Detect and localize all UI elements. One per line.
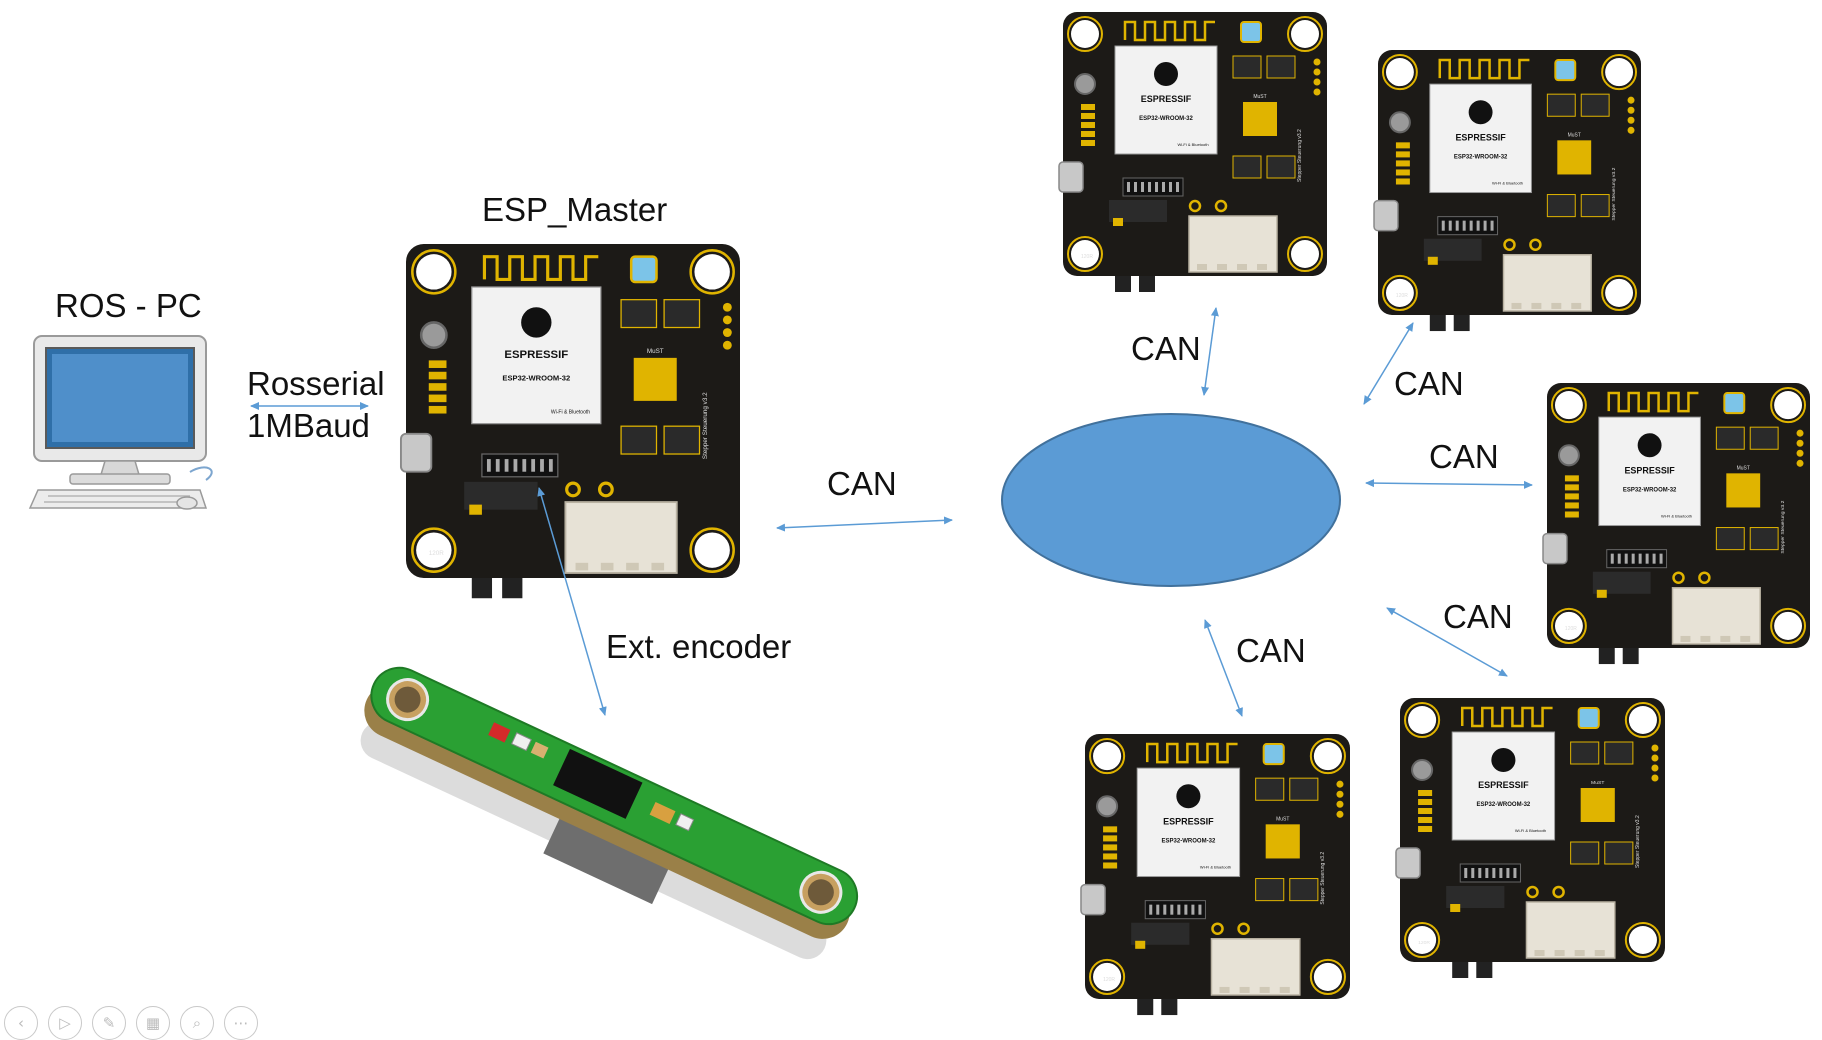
board-module-text: ESP32-WROOM-32 — [1454, 154, 1508, 160]
board-silk-text: Stepper Steuerung v3.2 — [1297, 129, 1303, 182]
board-pin-text: 120R — [429, 550, 445, 557]
esp-master-label: ESP_Master — [482, 191, 668, 228]
board-module-text: ESP32-WROOM-32 — [502, 374, 570, 383]
rosserial-label: Rosserial — [247, 365, 385, 402]
can-top-arrow — [1201, 307, 1219, 396]
board-wifi-text: Wi-Fi & Bluetooth — [551, 410, 590, 416]
can-top-right-label: CAN — [1394, 365, 1464, 402]
board-wifi-text: Wi-Fi & Bluetooth — [1515, 828, 1546, 833]
more-icon[interactable]: ⋯ — [224, 1006, 258, 1040]
ros-pc-icon — [28, 335, 213, 510]
baud-rate-label: 1MBaud — [247, 407, 370, 444]
encoder-arrow — [537, 487, 607, 716]
board-pin-text: 120R — [1418, 940, 1430, 946]
board-brand-text: ESPRESSIF — [1624, 465, 1675, 475]
board-brand-text: ESPRESSIF — [1455, 132, 1506, 142]
external-encoder-image — [360, 666, 859, 960]
board-brand-text: ESPRESSIF — [504, 349, 568, 361]
can-bus-ellipse — [1001, 413, 1341, 587]
board-brand-text: ESPRESSIF — [1478, 780, 1529, 790]
can-top-label: CAN — [1131, 330, 1201, 367]
can-bottom-arrow — [1204, 619, 1243, 717]
board-driver-text: MuST — [1253, 94, 1266, 100]
board-pin-text: 120R — [1081, 254, 1093, 260]
board-driver-text: MuST — [1276, 816, 1289, 822]
board-wifi-text: Wi-Fi & Bluetooth — [1200, 865, 1231, 870]
board-pin-text: 120R — [1396, 293, 1408, 299]
board-silk-text: Stepper Steuerung v3.2 — [1635, 815, 1641, 868]
board-silk-text: Stepper Steuerung v3.2 — [702, 392, 709, 459]
board-module-text: ESP32-WROOM-32 — [1161, 838, 1215, 844]
pen-icon[interactable]: ✎ — [92, 1006, 126, 1040]
board-silk-text: Stepper Steuerung v3.2 — [1320, 852, 1326, 905]
board-brand-text: ESPRESSIF — [1163, 816, 1214, 826]
ext-encoder-label: Ext. encoder — [606, 628, 792, 665]
back-icon[interactable]: ‹ — [4, 1006, 38, 1040]
can-top-right-arrow — [1363, 322, 1414, 405]
can-right-label: CAN — [1429, 438, 1499, 475]
board-wifi-text: Wi-Fi & Bluetooth — [1177, 142, 1208, 147]
board-pin-text: 120R — [1565, 626, 1577, 632]
ros-pc-label: ROS - PC — [55, 287, 202, 324]
can-bottom-label: CAN — [1236, 632, 1306, 669]
board-wifi-text: Wi-Fi & Bluetooth — [1492, 180, 1523, 185]
board-silk-text: Stepper Steuerung v3.2 — [1780, 500, 1786, 553]
board-module-text: ESP32-WROOM-32 — [1139, 116, 1193, 122]
board-driver-text: MuST — [1737, 465, 1750, 471]
board-brand-text: ESPRESSIF — [1141, 94, 1192, 104]
board-pin-text: 120R — [1103, 977, 1115, 983]
board-driver-text: MuST — [1568, 132, 1581, 138]
board-module-text: ESP32-WROOM-32 — [1623, 487, 1677, 493]
can-master-label: CAN — [827, 465, 897, 502]
can-master-arrow — [776, 516, 953, 532]
can-right-arrow — [1365, 479, 1533, 489]
board-wifi-text: Wi-Fi & Bluetooth — [1661, 513, 1692, 518]
board-driver-text: MuST — [1591, 780, 1604, 786]
board-driver-text: MuST — [647, 348, 664, 355]
slideshow-toolbar: ‹ ▷ ✎ ▦ ⌕ ⋯ — [4, 1006, 258, 1040]
slides-icon[interactable]: ▦ — [136, 1006, 170, 1040]
can-bottom-right-arrow — [1386, 607, 1508, 677]
can-bottom-right-label: CAN — [1443, 598, 1513, 635]
play-icon[interactable]: ▷ — [48, 1006, 82, 1040]
zoom-icon[interactable]: ⌕ — [180, 1006, 214, 1040]
board-module-text: ESP32-WROOM-32 — [1476, 802, 1530, 808]
board-silk-text: Stepper Steuerung v3.2 — [1611, 167, 1617, 220]
